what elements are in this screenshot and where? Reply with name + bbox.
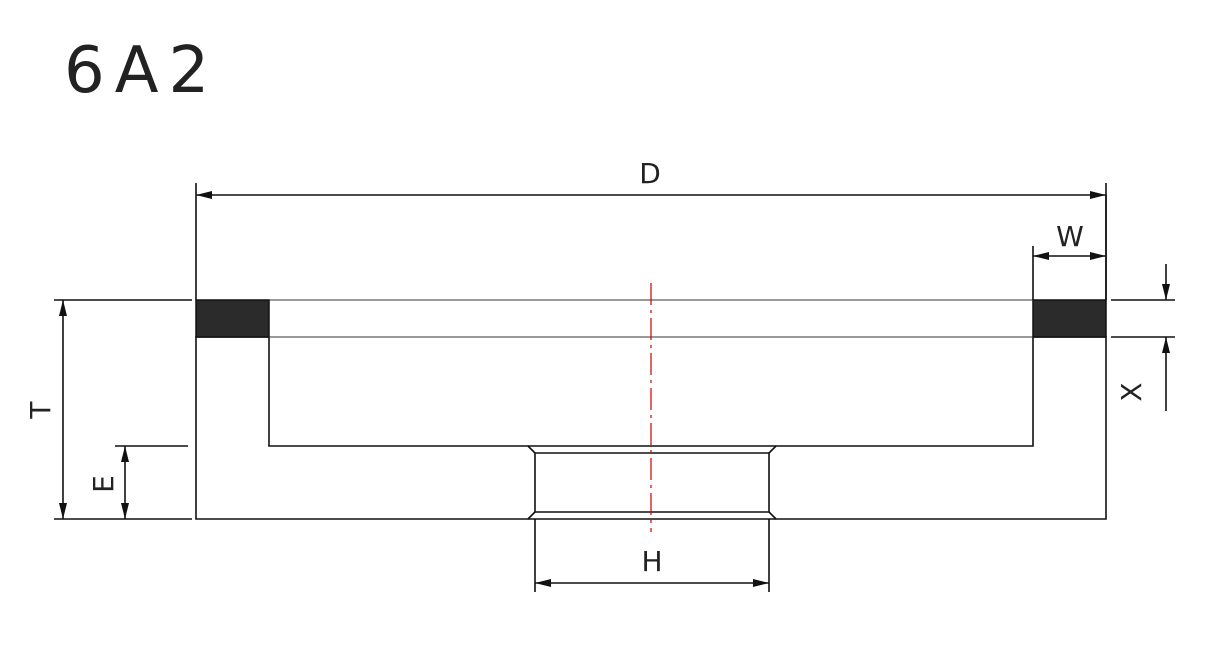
dimension-label-e: E — [87, 475, 120, 493]
dimension-t: T — [24, 299, 192, 520]
dimension-label-x: X — [1115, 382, 1148, 401]
abrasive-layer-left — [195, 299, 270, 338]
dimension-label-w: W — [1056, 220, 1084, 253]
dimension-label-d: D — [639, 157, 661, 190]
drawing-title: 6A2 — [64, 34, 219, 108]
dimension-e: E — [87, 445, 188, 519]
dimension-label-h: H — [641, 545, 662, 578]
bore — [528, 445, 776, 520]
wheel-body-left — [195, 336, 536, 520]
dimension-label-t: T — [24, 401, 57, 420]
dimension-x: X — [1111, 264, 1175, 411]
abrasive-layer-right — [1032, 299, 1107, 338]
dimension-h: H — [534, 519, 770, 592]
dimension-w: W — [1032, 195, 1107, 300]
wheel-body-right — [768, 336, 1107, 520]
dimension-d: D — [195, 157, 1107, 300]
